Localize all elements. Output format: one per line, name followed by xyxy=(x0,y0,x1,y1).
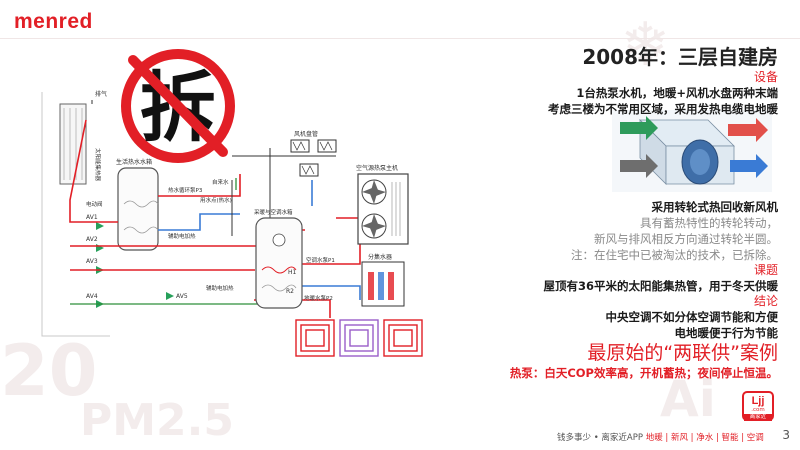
background-decoration: ❄ xyxy=(620,10,671,80)
fresh-air-note: 新风与排风相反方向通过转轮半圆。 xyxy=(594,232,778,246)
hot-water-out-label: 用水点(热水) xyxy=(200,196,232,204)
footer-tags: 地暖 | 新风 | 净水 | 智能 | 空调 xyxy=(645,433,764,443)
fresh-air-note: 注：在住宅中已被淘汰的技术，已拆除。 xyxy=(571,248,778,262)
fresh-air-title: 采用转轮式热回收新风机 xyxy=(651,200,779,214)
fresh-air-note: 具有蓄热特性的转轮转动， xyxy=(640,216,778,230)
hot-water-pump-label: 热水循环泵P3 xyxy=(168,186,203,194)
aux-heater-label: 辅助电加热 xyxy=(168,232,196,240)
app-logo-domain: .com xyxy=(751,407,765,413)
solenoid-label: 电动阀 xyxy=(86,200,103,208)
solar-collector-label: 太阳能集热器 xyxy=(94,148,102,182)
page-title: 2008年：三层自建房 xyxy=(582,45,778,69)
floor-heating-loops xyxy=(295,319,423,357)
floor-heating-pump-label: 地暖水泵P2 xyxy=(304,294,333,302)
topic-line: 屋顶有36平米的太阳能集热管，用于冬天供暖 xyxy=(543,279,778,293)
stamp-strike xyxy=(128,55,228,157)
topic-heading: 课题 xyxy=(753,263,778,277)
equipment-line: 1台热泵水机，地暖+风机水盘两种末端 xyxy=(576,86,778,100)
equipment-heading: 设备 xyxy=(753,70,778,84)
av5-label: AV5 xyxy=(176,293,188,300)
air-source-unit-label: 空气源热泵主机 xyxy=(356,164,398,172)
valve-av5-icon xyxy=(166,292,174,300)
conclusion-heading: 结论 xyxy=(753,294,778,308)
aux-heater-2-label: 辅助电加热 xyxy=(206,284,234,292)
fan-coil-units xyxy=(290,139,337,177)
h1-label: H1 xyxy=(288,269,297,276)
app-logo-sub: 离家近 xyxy=(744,414,772,421)
demolished-stamp: 拆 xyxy=(121,49,235,163)
av4-label: AV4 xyxy=(86,293,98,300)
cold-pipe xyxy=(302,285,361,300)
ac-pump-label: 空调水泵P1 xyxy=(306,256,335,264)
app-logo: Ljj .com 离家近 xyxy=(742,391,774,421)
living-water-tank xyxy=(117,167,159,251)
footer-tagline: 钱多事少 • 离家近APP xyxy=(557,433,643,443)
av1-label: AV1 xyxy=(86,214,98,221)
image-spacer xyxy=(478,117,778,199)
cold-pipe xyxy=(158,213,240,231)
manifold xyxy=(361,261,405,307)
app-logo-main: Ljj xyxy=(751,395,765,407)
av2-label: AV2 xyxy=(86,236,98,243)
case-title: 最原始的“两联供”案例 xyxy=(587,342,778,364)
background-decoration: Ai xyxy=(660,370,716,428)
buffer-tank xyxy=(255,217,303,309)
heat-pump-note: 热泵：白天COP效率高，开机蓄热；夜间停止恒温。 xyxy=(509,366,778,380)
fan-coil-label: 风机盘管 xyxy=(294,130,318,138)
equipment-line: 考虑三楼为不常用区域，采用发热电缆电地暖 xyxy=(548,102,778,116)
exhaust-label: 排气 xyxy=(95,90,107,98)
diagram-frame xyxy=(41,92,110,337)
description-column: 2008年：三层自建房 设备 1台热泵水机，地暖+风机水盘两种末端 考虑三楼为不… xyxy=(478,44,778,381)
manifold-label: 分集水器 xyxy=(368,253,392,261)
hot-pipe xyxy=(69,119,118,223)
r2-label: R2 xyxy=(286,288,294,295)
rotary-heat-recovery-image xyxy=(612,110,772,192)
buffer-tank-label: 采暖与空调水箱 xyxy=(254,208,293,216)
page-number: 3 xyxy=(782,428,790,442)
footer: 钱多事少 • 离家近APP 地暖 | 新风 | 净水 | 智能 | 空调 xyxy=(557,431,764,443)
brand-logo: menred xyxy=(14,10,93,33)
tap-water-label: 自来水 xyxy=(212,178,229,186)
conclusion-line: 电地暖便于行为节能 xyxy=(674,326,779,340)
background-decoration: PM2.5 xyxy=(80,395,234,446)
background-decoration: 20 xyxy=(0,330,98,412)
solar-collector xyxy=(59,103,87,185)
hot-pipe xyxy=(158,174,241,197)
header-divider xyxy=(0,38,800,39)
conclusion-line: 中央空调不如分体空调节能和方便 xyxy=(605,310,779,324)
living-water-tank-label: 生活热水水箱 xyxy=(116,158,152,166)
av3-label: AV3 xyxy=(86,258,98,265)
air-source-heat-pump xyxy=(357,173,409,245)
valve-av1-icon xyxy=(96,222,104,230)
